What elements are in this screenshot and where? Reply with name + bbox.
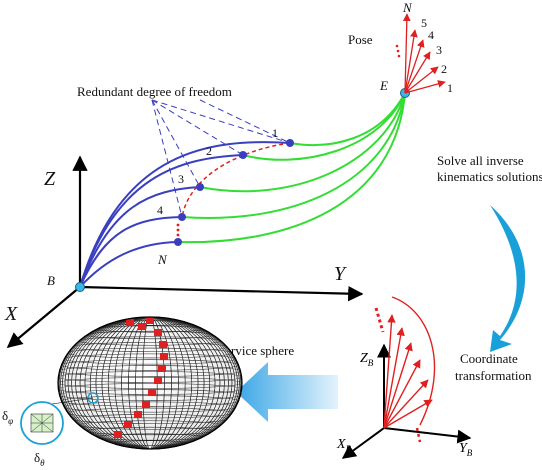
joint-points — [174, 139, 294, 246]
base-pose-dots-top — [374, 307, 385, 333]
z-axis-label: Z — [44, 168, 56, 190]
service-sphere — [57, 316, 243, 450]
redundant-dof-label: Redundant degree of freedom — [77, 84, 232, 99]
pose-label: Pose — [348, 32, 373, 47]
green-arm-n — [177, 92, 406, 244]
solution-number-4: 4 — [157, 203, 163, 217]
joint-point-2 — [239, 151, 247, 159]
curved-arrow-icon — [490, 205, 526, 352]
base-point-label: B — [47, 273, 55, 288]
joint-point-3 — [196, 183, 204, 191]
joint-point-n — [174, 238, 182, 246]
solution-number-2: 2 — [206, 144, 212, 158]
delta-phi-label: δφ — [2, 408, 13, 426]
n-marker-label: N — [157, 252, 168, 267]
magnifier-leader — [44, 397, 94, 406]
blue-arm-3 — [79, 186, 201, 288]
x-axis-label: X — [4, 303, 18, 325]
green-arm-1 — [289, 92, 406, 146]
sample-cell-marker — [87, 392, 99, 404]
green-arm-4 — [181, 92, 406, 219]
magnifier — [20, 401, 64, 445]
redundancy-pointer-lines — [151, 99, 291, 218]
blue-arm-segments — [79, 141, 291, 288]
x-axis — [6, 286, 81, 348]
world-axes — [6, 155, 364, 348]
solve-label-line1: Solve all inverse — [437, 153, 524, 168]
solve-label-line2: kinematics solutions — [437, 169, 542, 184]
coord-label-line1: Coordinate — [460, 351, 518, 366]
green-arm-2 — [242, 92, 406, 161]
base-x-label: XB — [336, 437, 352, 454]
base-pose-arc — [391, 296, 436, 426]
green-arm-segments — [177, 92, 406, 244]
pose-number-5: 5 — [421, 16, 427, 30]
redundancy-locus — [181, 142, 291, 218]
service-sphere-label: Service sphere — [218, 343, 294, 358]
pose-number-4: 4 — [428, 28, 434, 42]
base-pose-arrows — [383, 314, 433, 429]
y-axis — [79, 285, 364, 302]
coord-label-line2: transformation — [455, 368, 532, 383]
joint-point-1 — [286, 139, 294, 147]
big-left-arrow-icon — [236, 362, 338, 422]
solution-numbers: 1 2 3 4 — [157, 126, 278, 217]
delta-labels: δφ δθ — [2, 408, 45, 468]
base-pose-dots-bottom — [415, 427, 422, 443]
green-arm-3 — [199, 92, 406, 193]
pose-number-2: 2 — [441, 62, 447, 76]
pose-axis-label: N — [402, 0, 413, 15]
base-y-label: YB — [459, 441, 473, 458]
end-point-label: E — [379, 78, 388, 93]
base-z-label: ZB — [360, 351, 374, 368]
base-point — [75, 282, 85, 292]
y-axis-label: Y — [334, 263, 347, 285]
solution-number-3: 3 — [178, 172, 184, 186]
base-frame-axes — [341, 343, 472, 459]
pose-number-3: 3 — [436, 43, 442, 57]
delta-theta-label: δθ — [34, 450, 45, 468]
pose-number-1: 1 — [447, 81, 453, 95]
locus-dots — [176, 223, 180, 237]
pose-dots — [395, 44, 401, 58]
pose-arrows — [402, 13, 446, 94]
blue-arm-4 — [79, 216, 183, 288]
blue-arm-n — [79, 241, 179, 288]
solution-number-1: 1 — [272, 126, 278, 140]
pose-numbers: 1 2 3 4 5 — [421, 16, 453, 95]
joint-point-4 — [178, 213, 186, 221]
blue-arm-2 — [79, 154, 244, 288]
base-frame-labels: ZB YB XB — [336, 351, 473, 458]
